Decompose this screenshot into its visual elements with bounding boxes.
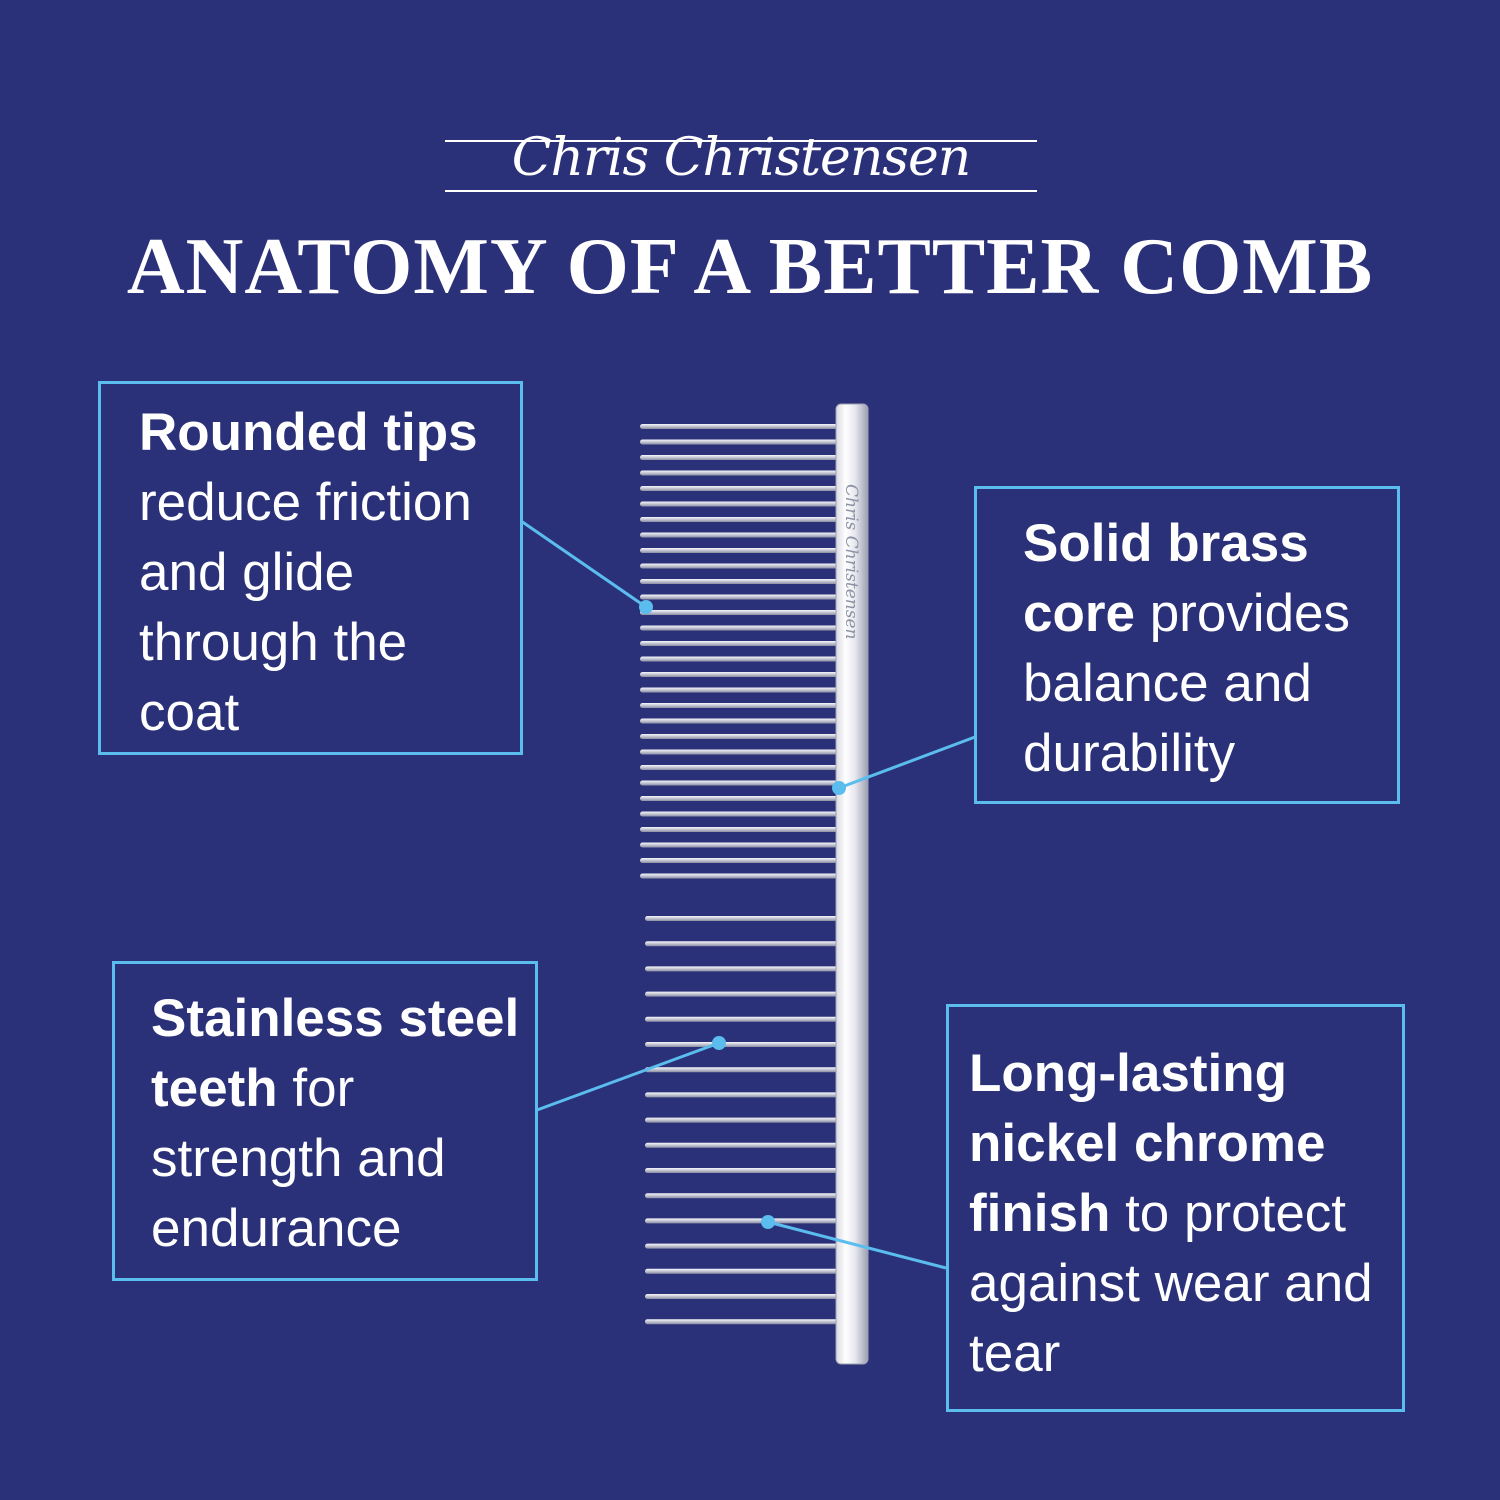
comb-tooth [645,916,838,921]
connector-dot-steel-teeth [712,1036,726,1050]
comb-tooth [640,517,838,522]
comb-tooth [640,734,838,739]
comb-tooth [640,780,838,786]
comb-tooth [640,579,838,584]
comb-tooth [645,1042,838,1047]
comb-tooth [645,1067,838,1073]
callout-steel-teeth-text: for strength and endurance [151,1059,446,1258]
comb-tooth [645,1117,838,1123]
comb-tooth [640,718,838,724]
comb-tooth [645,1092,838,1098]
connector-lines [520,519,976,1270]
logo-script-text: Chris Christensen [511,128,972,188]
callout-chrome-finish-text: to protect against wear and tear [969,1184,1373,1383]
comb-spine [835,403,869,1365]
comb-tooth [640,424,838,429]
callout-rounded-tips-text: reduce friction and glide through the co… [139,473,472,742]
connector-dot-chrome-finish [761,1215,775,1229]
comb-tooth [640,687,838,693]
comb-tooth [640,842,838,848]
comb-tooth [640,656,838,662]
comb-tooth [640,501,838,507]
callout-steel-teeth: Stainless steel teeth for strength and e… [112,961,538,1281]
comb-tooth [640,439,838,445]
comb-tooth [640,610,838,615]
comb-tooth [645,941,838,947]
comb-tooth [640,625,838,631]
comb-tooth [645,1168,838,1173]
comb-tooth [640,796,838,801]
comb-tooth [645,1243,838,1249]
comb-tooth [645,991,838,997]
page-title: ANATOMY OF A BETTER COMB [126,223,1374,311]
comb-tooth [640,873,838,879]
connector-brass-core [838,735,976,790]
comb-tooth [645,966,838,972]
comb-tooth [640,641,838,646]
comb-tooth [640,594,838,600]
connector-steel-teeth [536,1041,720,1112]
comb-tooth [645,1016,838,1022]
comb-tooth [640,548,838,553]
comb-tooth [640,858,838,863]
comb-tooth [640,470,838,476]
brand-logo: Chris Christensen [445,120,1037,195]
connector-dot-brass-core [832,781,846,795]
connector-rounded-tips [520,519,647,609]
callout-chrome-finish: Long-lasting nickel chrome finish to pro… [946,1004,1405,1412]
connector-dot-rounded-tips [639,600,653,614]
comb-tooth [645,1268,838,1274]
callout-rounded-tips: Rounded tips reduce friction and glide t… [98,381,523,755]
callout-steel-teeth-bold: Stainless steel teeth [151,989,520,1118]
comb-tooth [640,703,838,708]
comb-tooth [640,532,838,538]
comb-tooth [640,672,838,677]
comb-tooth [640,811,838,817]
comb-tooth [645,1294,838,1299]
callout-brass-core-text: provides balance and durability [1023,584,1351,783]
comb-tooth [645,1319,838,1325]
comb-tooth [640,749,838,755]
comb-tooth [645,1218,838,1224]
comb-tooth [640,765,838,770]
comb-tooth [640,486,838,491]
logo-rule-bottom [445,190,1037,192]
comb-tooth [640,827,838,832]
spine-engraving: Chris Christensen [841,484,861,639]
logo-rule-top [445,140,1037,142]
comb-teeth [640,424,838,1325]
callout-brass-core: Solid brass core provides balance and du… [974,486,1400,804]
connector-chrome-finish [767,1220,947,1270]
callout-chrome-finish-bold: Long-lasting nickel chrome finish [969,1044,1326,1243]
comb-tooth [645,1142,838,1148]
callout-rounded-tips-bold: Rounded tips [139,403,478,462]
comb-tooth [640,563,838,569]
callout-brass-core-bold: Solid brass core [1023,514,1309,643]
comb-tooth [640,455,838,460]
comb-tooth [645,1193,838,1199]
